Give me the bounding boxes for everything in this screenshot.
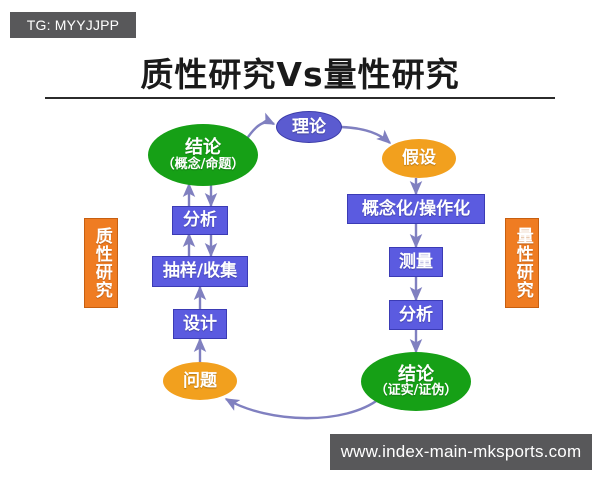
node-quant-analysis-label: 分析 [399,304,433,325]
node-qual-sampling-label: 抽样/收集 [162,261,238,282]
node-quant-conceptual[interactable]: 概念化/操作化 [347,194,485,224]
node-quant-conclusion-sublabel: （证实/证伪） [374,383,458,399]
node-quant-conceptual-label: 概念化/操作化 [361,198,471,219]
node-qual-question[interactable]: 问题 [163,362,237,400]
node-quant-measurement-label: 测量 [399,251,433,272]
arrow-conclusion-to-question-loop [224,397,380,420]
node-qual-conclusion-sublabel: （概念/命题） [161,156,245,172]
side-label-quantitative: 量性研究 [505,218,539,308]
node-quant-measurement[interactable]: 测量 [389,247,443,277]
node-qual-design-label: 设计 [183,313,217,334]
node-quant-hypothesis[interactable]: 假设 [382,139,456,178]
node-qual-design[interactable]: 设计 [173,309,227,339]
node-qual-question-label: 问题 [183,370,217,391]
site-watermark-badge: www.index-main-mksports.com [330,434,592,470]
title-divider [45,97,555,99]
side-label-qualitative: 质性研究 [84,218,118,308]
node-qual-sampling[interactable]: 抽样/收集 [152,256,248,287]
tg-watermark-badge: TG: MYYJJPP [10,12,136,38]
node-theory-label: 理论 [292,116,326,137]
node-quant-conclusion-label: 结论 [398,363,434,385]
node-theory[interactable]: 理论 [276,111,342,143]
arrow-theory-to-hypothesis [340,125,392,144]
node-qual-analysis-label: 分析 [183,210,217,231]
node-qual-analysis[interactable]: 分析 [172,206,228,235]
node-quant-analysis[interactable]: 分析 [389,300,443,330]
node-quant-hypothesis-label: 假设 [402,148,436,169]
node-qual-conclusion[interactable]: 结论 （概念/命题） [148,124,258,186]
node-qual-conclusion-label: 结论 [185,137,221,159]
node-quant-conclusion[interactable]: 结论 （证实/证伪） [361,352,471,411]
arrow-conclusion-to-theory [245,112,276,141]
page-title: 质性研究Vs量性研究 [140,55,460,94]
